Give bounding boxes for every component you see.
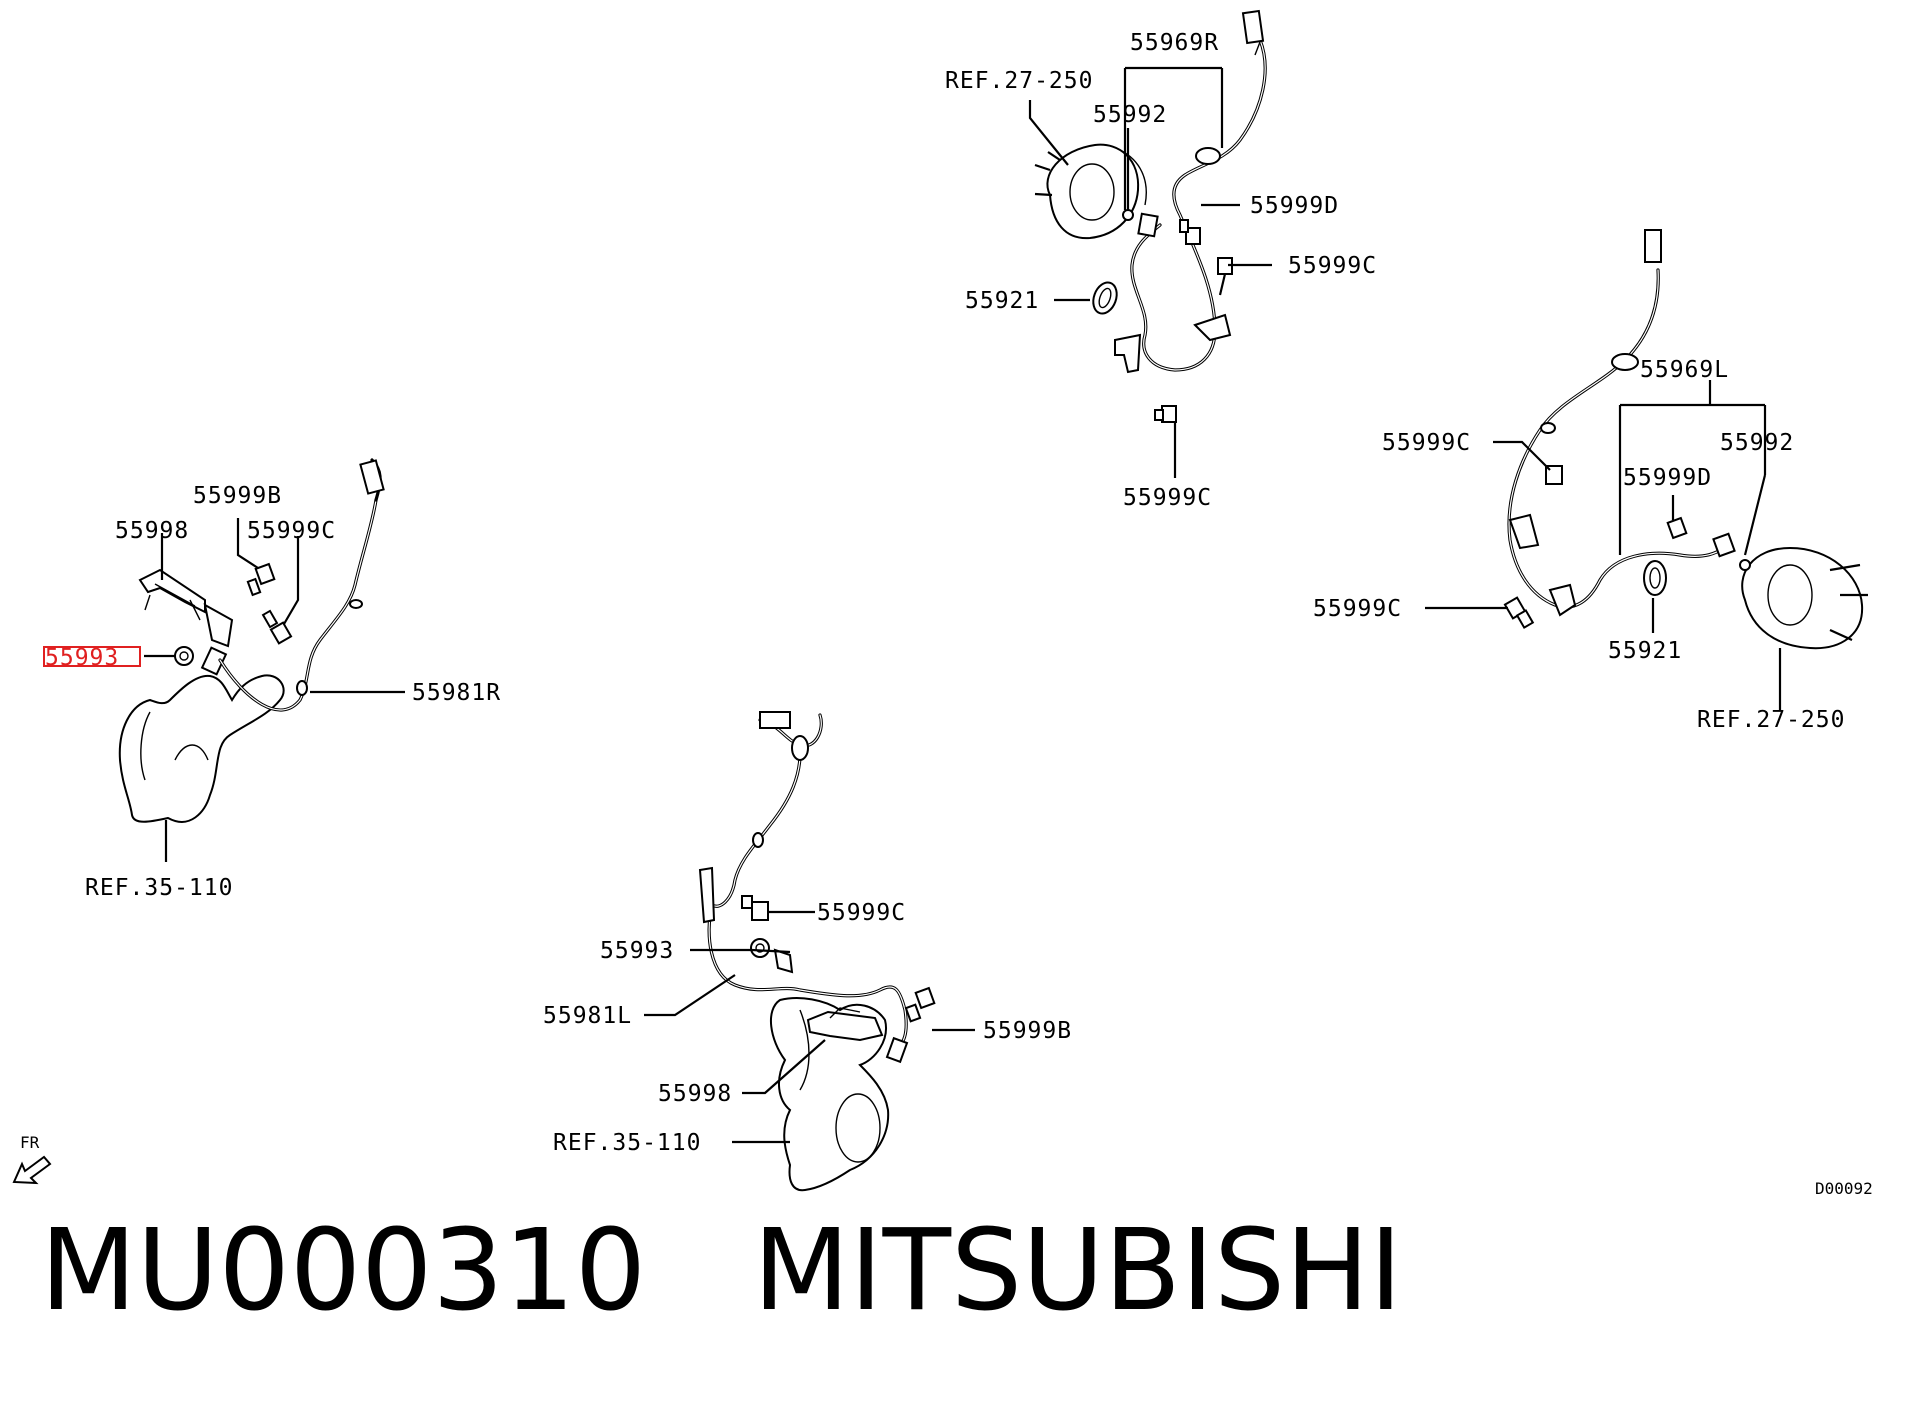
label-front-right-ref: REF.27-250 — [945, 68, 1093, 94]
rear-left-connector — [759, 711, 791, 729]
rear-bolt-55999b — [254, 562, 276, 586]
front-left-connector — [1644, 229, 1662, 263]
front-direction-label: FR — [20, 1133, 40, 1152]
label-front-right-55992: 55992 — [1093, 102, 1167, 128]
label-front-right-55999c: 55999C — [1288, 253, 1377, 279]
rear-left-sensor-assembly: 55999C 55993 55981L 55999B 55998 REF.35-… — [543, 711, 1072, 1192]
label-rear-left-55999c: 55999C — [817, 900, 906, 926]
front-right-bolt-55999c-lower — [1161, 405, 1177, 423]
rear-left-nut-55993 — [750, 938, 770, 958]
front-left-ring-55992 — [1739, 559, 1751, 571]
label-front-right-55969r: 55969R — [1130, 30, 1219, 56]
front-left-sensor-assembly: 55969L 55999C 55992 55999D 55999C 55921 … — [1313, 229, 1868, 733]
label-rear-right-55981r: 55981R — [412, 680, 501, 706]
front-right-connector — [1241, 9, 1265, 45]
label-front-left-55921: 55921 — [1608, 638, 1682, 664]
front-left-bolt-55999d — [1666, 516, 1688, 540]
label-rear-left-55993: 55993 — [600, 938, 674, 964]
label-front-right-55921: 55921 — [965, 288, 1039, 314]
front-direction-indicator: FR — [12, 1133, 52, 1185]
rear-right-sensor-assembly: 55999B 55998 55999C 55993 55981R REF.35-… — [43, 458, 501, 901]
front-left-clamp-55921 — [1643, 560, 1667, 596]
label-rear-left-ref: REF.35-110 — [553, 1130, 701, 1156]
label-front-right-55999d: 55999D — [1250, 193, 1339, 219]
caption-brand: MITSUBISHI — [752, 1206, 1403, 1336]
label-front-left-55999d: 55999D — [1623, 465, 1712, 491]
rear-left-bolt-55999c — [751, 901, 769, 921]
front-right-clamp-55921 — [1092, 281, 1118, 315]
rear-left-bolt-55999b — [914, 986, 936, 1010]
front-right-hub — [1046, 143, 1140, 240]
label-front-left-55999c: 55999C — [1382, 430, 1471, 456]
front-direction-arrow-icon — [12, 1155, 52, 1185]
caption-part-number: MU000310 — [40, 1206, 647, 1336]
diagram-code: D00092 — [1815, 1179, 1873, 1198]
label-rear-left-55999b: 55999B — [983, 1018, 1072, 1044]
rear-nut-55993 — [174, 646, 194, 666]
label-front-left-55999c-lower: 55999C — [1313, 596, 1402, 622]
caption: MU000310 MITSUBISHI — [40, 1215, 1402, 1327]
highlight-box-55993 — [43, 646, 141, 667]
front-left-bolt-55999c — [1545, 465, 1563, 485]
label-rear-left-55981l: 55981L — [543, 1003, 632, 1029]
front-left-hub — [1741, 546, 1864, 650]
label-rear-right-55998: 55998 — [115, 518, 189, 544]
front-right-grommet — [1195, 147, 1221, 165]
rear-bolt-55999c — [269, 621, 293, 645]
label-front-left-ref: REF.27-250 — [1697, 707, 1845, 733]
label-front-left-55992: 55992 — [1720, 430, 1794, 456]
rear-left-knuckle-housing — [769, 997, 890, 1192]
rear-right-connector — [359, 459, 385, 495]
label-rear-right-55999c: 55999C — [247, 518, 336, 544]
label-rear-right-ref: REF.35-110 — [85, 875, 233, 901]
label-front-left-55969l: 55969L — [1640, 357, 1729, 383]
label-front-right-55999c-lower: 55999C — [1123, 485, 1212, 511]
label-rear-right-55993-highlighted: 55993 — [45, 645, 119, 671]
front-right-bolt-55999d — [1185, 227, 1201, 245]
label-rear-left-55998: 55998 — [658, 1081, 732, 1107]
label-rear-right-55999b: 55999B — [193, 483, 282, 509]
front-right-sensor-assembly: 55969R REF.27-250 55992 55999D 55999C 55… — [945, 9, 1377, 511]
rear-bracket-55998 — [138, 568, 206, 614]
front-left-grommet — [1611, 353, 1639, 371]
